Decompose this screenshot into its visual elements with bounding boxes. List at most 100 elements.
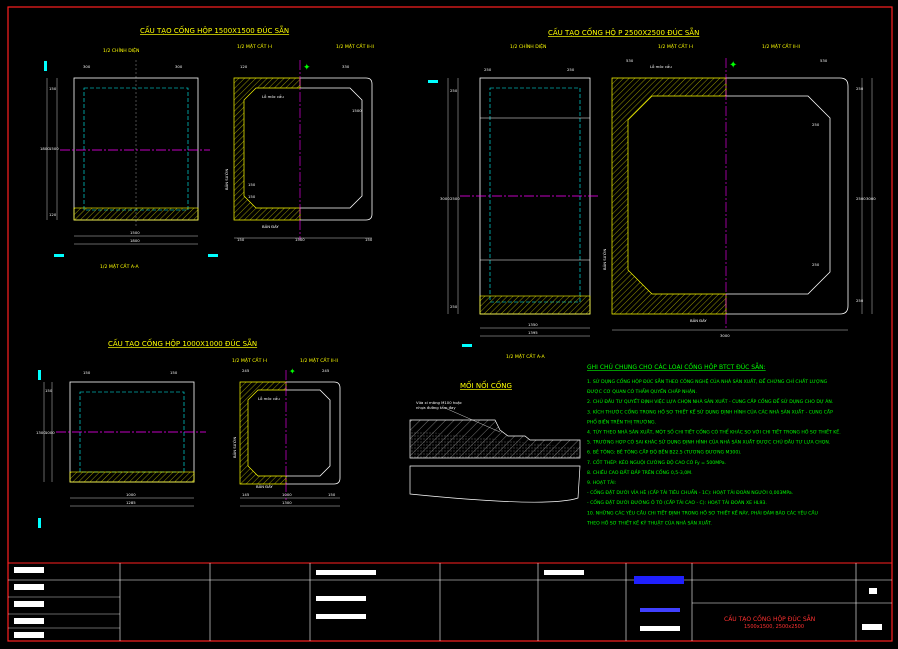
note-line: PHỔ BIẾN TRÊN THỊ TRƯỜNG.: [587, 417, 656, 425]
joint-concrete-fill: [410, 430, 580, 458]
box2500-front-base: [479, 295, 591, 315]
box1000-dim-left-1: 150: [45, 388, 53, 393]
box2500-sec-corner-1: 250: [812, 122, 820, 127]
box1500-sec2-label: 1/2 MẶT CẮT II-II: [336, 42, 374, 50]
joint-note-1: Vữa xi măng M100 hoặc: [416, 400, 462, 405]
note-line: 5. TRƯỜNG HỢP CÓ SAI KHÁC SỬ DỤNG ĐỊNH H…: [587, 438, 830, 446]
title-block: CẤU TẠO CỐNG HỘP ĐÚC SẴN 1500x1500, 2500…: [8, 563, 892, 641]
box1500-sec-right-2: 150: [248, 182, 256, 187]
box1000-sec-bot-2: 1300: [282, 500, 292, 505]
box1500-section-marker-b: [208, 254, 218, 257]
box1500-dim-bottom-2: 1800: [130, 238, 140, 243]
box1500-section-inner: [300, 87, 363, 209]
box2500-aa-label: 1/2 MẶT CẮT A-A: [506, 352, 545, 360]
box1500-dim-top-right: 300: [175, 64, 183, 69]
box1000-group: CẤU TẠO CỐNG HỘP 1000X1000 ĐÚC SẴN 1/2 M…: [36, 338, 341, 528]
tb-drawing-sub: 1500x1500, 2500x2500: [744, 624, 804, 630]
box1000-title: CẤU TẠO CỐNG HỘP 1000X1000 ĐÚC SẴN: [108, 338, 257, 348]
note-line: 3. KÍCH THƯỚC CỐNG TRONG HỒ SƠ THIẾT KẾ …: [587, 406, 833, 415]
joint-bottom-curve: [409, 465, 581, 503]
box2500-sec-right-2: 2500: [856, 196, 866, 201]
box1500-sec-bot-2: 1500: [295, 237, 305, 242]
box2500-tree-icon: ✦: [729, 60, 737, 71]
box1500-lo-moc-cau: Lỗ móc cẩu: [262, 94, 284, 99]
box1000-section-marker-a: [38, 370, 41, 380]
box1000-dim-top-right: 150: [170, 370, 178, 375]
box1000-sec2-label: 1/2 MẶT CẮT II-II: [300, 356, 338, 364]
box1000-ban-day: BẢN ĐÁY: [256, 484, 273, 489]
box2500-sec-top-2: 530: [820, 58, 828, 63]
box1000-dim-left-2: 1000: [45, 430, 55, 435]
box1500-section-view: Lỗ móc cẩu BẢN ĐÁY BẢN SƯỜN 120 330 150 …: [224, 60, 373, 242]
box1500-ban-suon: BẢN SƯỜN: [224, 169, 229, 190]
box1000-sec-top-2: 245: [322, 368, 330, 373]
box2500-dim-left-3: 3000: [440, 196, 450, 201]
box1500-sec-top-2: 330: [342, 64, 350, 69]
box1000-sec-bot-1: 1000: [282, 492, 292, 497]
note-line: 8. CHIỀU CAO ĐẤT ĐẮP TRÊN CỐNG 0,5-3,0M.: [587, 468, 693, 476]
box1500-group: CẤU TẠO CỐNG HỘP 1500X1500 ĐÚC SẴN 1/2 C…: [40, 25, 374, 270]
box1500-dim-bottom-1: 1500: [130, 230, 140, 235]
box2500-sec-top-1: 530: [626, 58, 634, 63]
box1500-sec-bot-1: 150: [237, 237, 245, 242]
box1000-front-view: 150 150 150 1000 1300 1000 1285: [36, 370, 206, 528]
box1000-section-outer: [286, 381, 341, 485]
box1500-sec1-label: 1/2 MẶT CẮT I-I: [237, 42, 272, 50]
box2500-section-outer: [726, 77, 849, 315]
tb-cell-e: [14, 632, 44, 638]
box1500-front-label: 1/2 CHÍNH DIỆN: [103, 46, 139, 54]
box2500-section-concrete: [611, 77, 727, 315]
tb-cell-i: [544, 570, 584, 575]
box2500-dim-left-1: 250: [450, 88, 458, 93]
note-line: ĐƯỢC CƠ QUAN CÓ THẨM QUYỀN CHẤP NHẬN.: [587, 387, 697, 395]
box1500-dim-left-2: 1500: [49, 146, 59, 151]
box2500-sec-right-4: 250: [856, 298, 864, 303]
tb-cell-a: [14, 567, 44, 573]
box1500-front-view: 300 300 150 1500 1800 120 1500 1800 1/2 …: [40, 60, 218, 270]
tb-cell-f: [316, 570, 376, 575]
box1500-dim-top-left: 300: [83, 64, 91, 69]
box2500-dim-bottom-1: 1350: [528, 322, 538, 327]
tb-cell-g: [316, 596, 366, 601]
box1500-section-marker-c: [44, 61, 47, 71]
box2500-sec-right-3: 3000: [866, 196, 876, 201]
notes-title: GHI CHÚ CHUNG CHO CÁC LOẠI CỐNG HỘP BTCT…: [587, 363, 766, 371]
sheet-frame: [7, 6, 893, 642]
box1500-sec-right-3: 150: [248, 194, 256, 199]
box1000-front-base: [69, 471, 195, 483]
note-line: 10. NHỮNG CÁC YÊU CẦU CHI TIẾT ĐỊNH TRON…: [587, 507, 818, 516]
box2500-sec-right-1: 250: [856, 86, 864, 91]
box1000-sec-bot-3: 145: [242, 492, 250, 497]
box1000-dim-top-left: 150: [83, 370, 91, 375]
box1000-sec1-label: 1/2 MẶT CẮT I-I: [232, 356, 267, 364]
joint-leader: [444, 407, 501, 433]
tb-cell-m: [869, 588, 877, 594]
box1000-section-marker-b: [38, 518, 41, 528]
box2500-dim-left-2: 2500: [450, 196, 460, 201]
box2500-front-inner: [489, 87, 581, 303]
box1500-dim-left-4: 120: [49, 212, 57, 217]
box1500-section-outer: [300, 77, 373, 221]
box1500-ban-day: BẢN ĐÁY: [262, 224, 279, 229]
box1500-sec-right-1: 1500: [352, 108, 362, 113]
box1500-tree-icon: ✦: [303, 63, 311, 73]
box1000-dim-bottom-1: 1000: [126, 492, 136, 497]
notes-block: GHI CHÚ CHUNG CHO CÁC LOẠI CỐNG HỘP BTCT…: [586, 363, 841, 526]
box2500-sec2-label: 1/2 MẶT CẮT II-II: [762, 42, 800, 50]
box2500-section-view: Lỗ móc cẩu BẢN ĐÁY BẢN SƯỜN 530 530 3000…: [602, 58, 876, 338]
note-line: 7. CỐT THÉP: KÉO NGUỘI CƯỜNG ĐỘ CAO CÓ F…: [587, 458, 726, 466]
joint-detail: MỐI NỐI CỐNG Vữa xi măng M100 hoặc nhựa …: [409, 380, 581, 503]
joint-title: MỐI NỐI CỐNG: [460, 380, 512, 390]
note-line: 6. BÊ TÔNG: BÊ TÔNG CẤP ĐỘ BỀN B22.5 (TƯ…: [587, 448, 742, 456]
box2500-dim-left-4: 250: [450, 304, 458, 309]
tb-cell-n: [862, 624, 882, 630]
box1000-dim-bottom-2: 1285: [126, 500, 136, 505]
box2500-sec-corner-2: 250: [812, 262, 820, 267]
tb-cell-h: [316, 614, 366, 619]
note-line: 9. HOẠT TẢI:: [587, 478, 617, 486]
box2500-dim-bottom-2: 1395: [528, 330, 538, 335]
box1500-sec-top-1: 120: [240, 64, 248, 69]
box1000-section-view: Lỗ móc cẩu BẢN ĐÁY BẢN SƯỜN 245 245 1000…: [232, 367, 341, 507]
box2500-title: CẤU TẠO CỐNG HỘ P 2500X2500 ĐÚC SẴN: [548, 27, 699, 37]
